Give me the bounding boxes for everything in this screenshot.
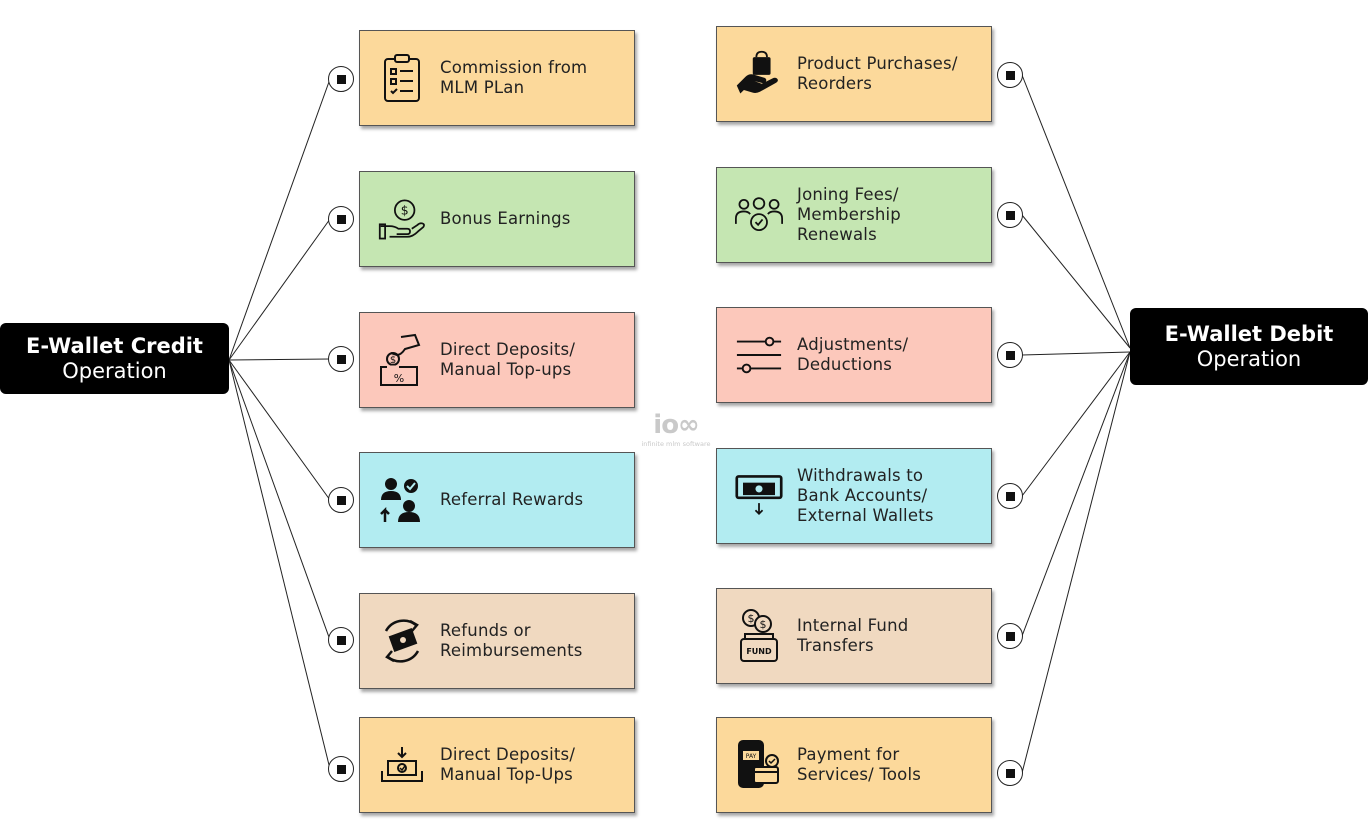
svg-text:PAY: PAY bbox=[746, 753, 757, 760]
connector-node bbox=[328, 346, 354, 372]
connector-line bbox=[1021, 214, 1131, 349]
card-label: Bonus Earnings bbox=[440, 209, 571, 228]
connector-line bbox=[1021, 351, 1131, 774]
credit-operation-hub: E-Wallet Credit Operation bbox=[0, 323, 229, 394]
svg-text:$: $ bbox=[401, 203, 409, 218]
connector-node bbox=[997, 623, 1023, 649]
debit-operation-hub: E-Wallet Debit Operation bbox=[1130, 308, 1368, 385]
connector-node bbox=[328, 627, 354, 653]
hand-coin-icon: $ bbox=[378, 191, 426, 247]
connector-node bbox=[328, 487, 354, 513]
connector-node bbox=[997, 342, 1023, 368]
debit-card-product-purchases: Product Purchases/Reorders bbox=[716, 26, 992, 122]
connector-line bbox=[228, 359, 331, 501]
hub-subtitle: Operation bbox=[1196, 346, 1302, 371]
connector-line bbox=[1021, 351, 1131, 497]
refund-cash-cycle-icon bbox=[378, 613, 426, 669]
logo-tagline: infinite mlm software bbox=[641, 440, 711, 448]
card-label: Referral Rewards bbox=[440, 490, 584, 509]
connector-line bbox=[228, 358, 331, 361]
connector-node bbox=[997, 202, 1023, 228]
svg-text:$: $ bbox=[760, 618, 767, 631]
svg-text:$: $ bbox=[748, 612, 755, 625]
svg-text:%: % bbox=[394, 372, 404, 385]
connector-line bbox=[1021, 351, 1131, 356]
connector-line bbox=[228, 218, 331, 361]
card-label: Direct Deposits/Manual Top-Ups bbox=[440, 745, 576, 784]
mobile-pay-icon: PAY bbox=[735, 737, 783, 793]
connector-line bbox=[228, 78, 331, 361]
hub-subtitle: Operation bbox=[62, 358, 167, 383]
debit-card-adjustments: Adjustments/Deductions bbox=[716, 307, 992, 403]
hub-title: E-Wallet Credit bbox=[26, 333, 203, 358]
connector-node bbox=[997, 483, 1023, 509]
watermark-logo: io∞ infinite mlm software bbox=[636, 410, 716, 448]
connector-node bbox=[997, 62, 1023, 88]
connector-line bbox=[1021, 74, 1131, 349]
sliders-icon bbox=[735, 327, 783, 383]
credit-card-bonus: $ Bonus Earnings bbox=[359, 171, 635, 267]
cash-tray-deposit-icon bbox=[378, 737, 426, 793]
card-label: Product Purchases/Reorders bbox=[797, 54, 958, 93]
svg-text:FUND: FUND bbox=[746, 647, 772, 656]
connector-line bbox=[228, 359, 331, 641]
hub-title: E-Wallet Debit bbox=[1164, 321, 1334, 346]
connector-line bbox=[1021, 351, 1131, 637]
connector-node bbox=[328, 206, 354, 232]
credit-card-referral: Referral Rewards bbox=[359, 452, 635, 548]
connector-node bbox=[328, 66, 354, 92]
svg-text:$: $ bbox=[390, 355, 396, 366]
card-label: Adjustments/Deductions bbox=[797, 335, 909, 374]
credit-card-direct-deposits: $ % Direct Deposits/Manual Top-ups bbox=[359, 312, 635, 408]
clipboard-checklist-icon bbox=[378, 50, 426, 106]
connector-node bbox=[328, 756, 354, 782]
hand-shopping-bag-icon bbox=[735, 46, 783, 102]
logo-mark: io∞ bbox=[653, 410, 699, 440]
referral-people-icon bbox=[378, 472, 426, 528]
atm-withdrawal-icon bbox=[735, 468, 783, 524]
connector-line bbox=[228, 359, 331, 770]
fund-jar-coins-icon: $ $ FUND bbox=[735, 608, 783, 664]
credit-card-manual-topups: Direct Deposits/Manual Top-Ups bbox=[359, 717, 635, 813]
connector-node bbox=[997, 760, 1023, 786]
hand-deposit-box-icon: $ % bbox=[378, 332, 426, 388]
group-check-icon bbox=[735, 187, 783, 243]
card-label: Direct Deposits/Manual Top-ups bbox=[440, 340, 576, 379]
